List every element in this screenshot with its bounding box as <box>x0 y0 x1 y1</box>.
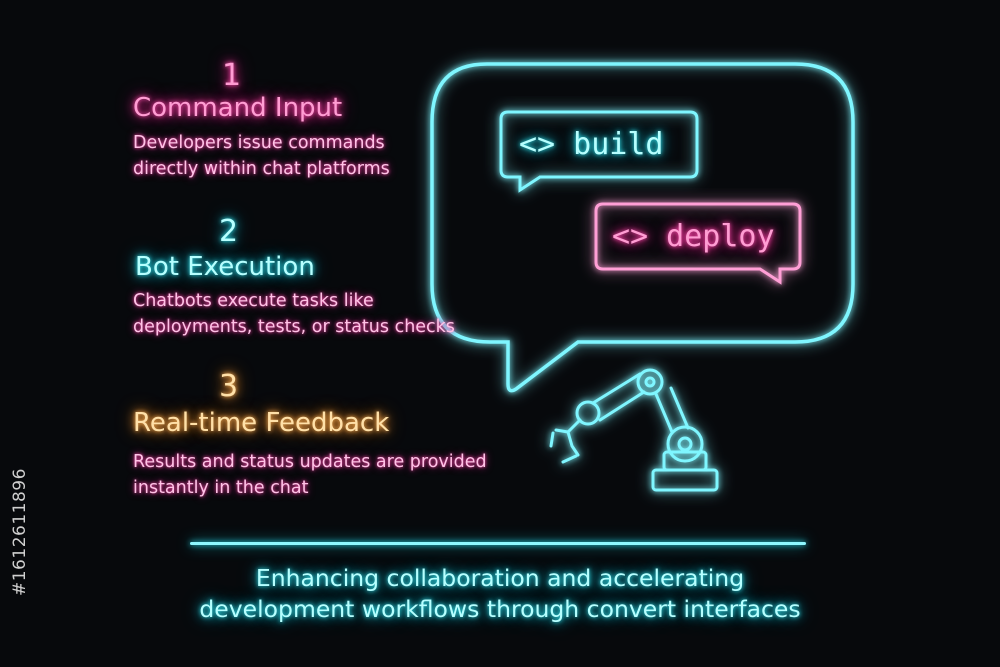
tagline: Enhancing collaboration and accelerating… <box>160 563 840 625</box>
step-description-line: directly within chat platforms <box>133 159 390 179</box>
robot-arm-icon <box>549 368 719 492</box>
step-description-line: Developers issue commands <box>133 133 385 153</box>
step-title: Bot Execution <box>135 252 315 282</box>
step-description: Developers issue commands directly withi… <box>133 130 390 182</box>
step-description-line: deployments, tests, or status checks <box>133 317 455 337</box>
deploy-chip[interactable] <box>594 202 802 285</box>
step-description: Chatbots execute tasks like deployments,… <box>133 288 455 340</box>
step-description-line: Chatbots execute tasks like <box>133 291 374 311</box>
watermark-id: #1612611896 <box>10 468 30 596</box>
build-chip[interactable] <box>499 110 699 193</box>
step-number: 3 <box>219 369 239 404</box>
step-number: 2 <box>219 214 239 249</box>
speech-bubble-icon <box>430 62 855 393</box>
step-description-line: Results and status updates are provided <box>133 452 487 472</box>
step-description-line: instantly in the chat <box>133 478 309 498</box>
step-description: Results and status updates are provided … <box>133 449 487 501</box>
build-command-label: <> build <box>519 127 664 162</box>
deploy-command-label: <> deploy <box>612 219 775 254</box>
tagline-line: Enhancing collaboration and accelerating <box>255 564 745 592</box>
step-title: Command Input <box>133 93 343 123</box>
step-number: 1 <box>222 58 242 93</box>
divider <box>190 542 806 545</box>
tagline-line: development workflows through convert in… <box>199 595 801 623</box>
step-title: Real-time Feedback <box>133 408 390 438</box>
